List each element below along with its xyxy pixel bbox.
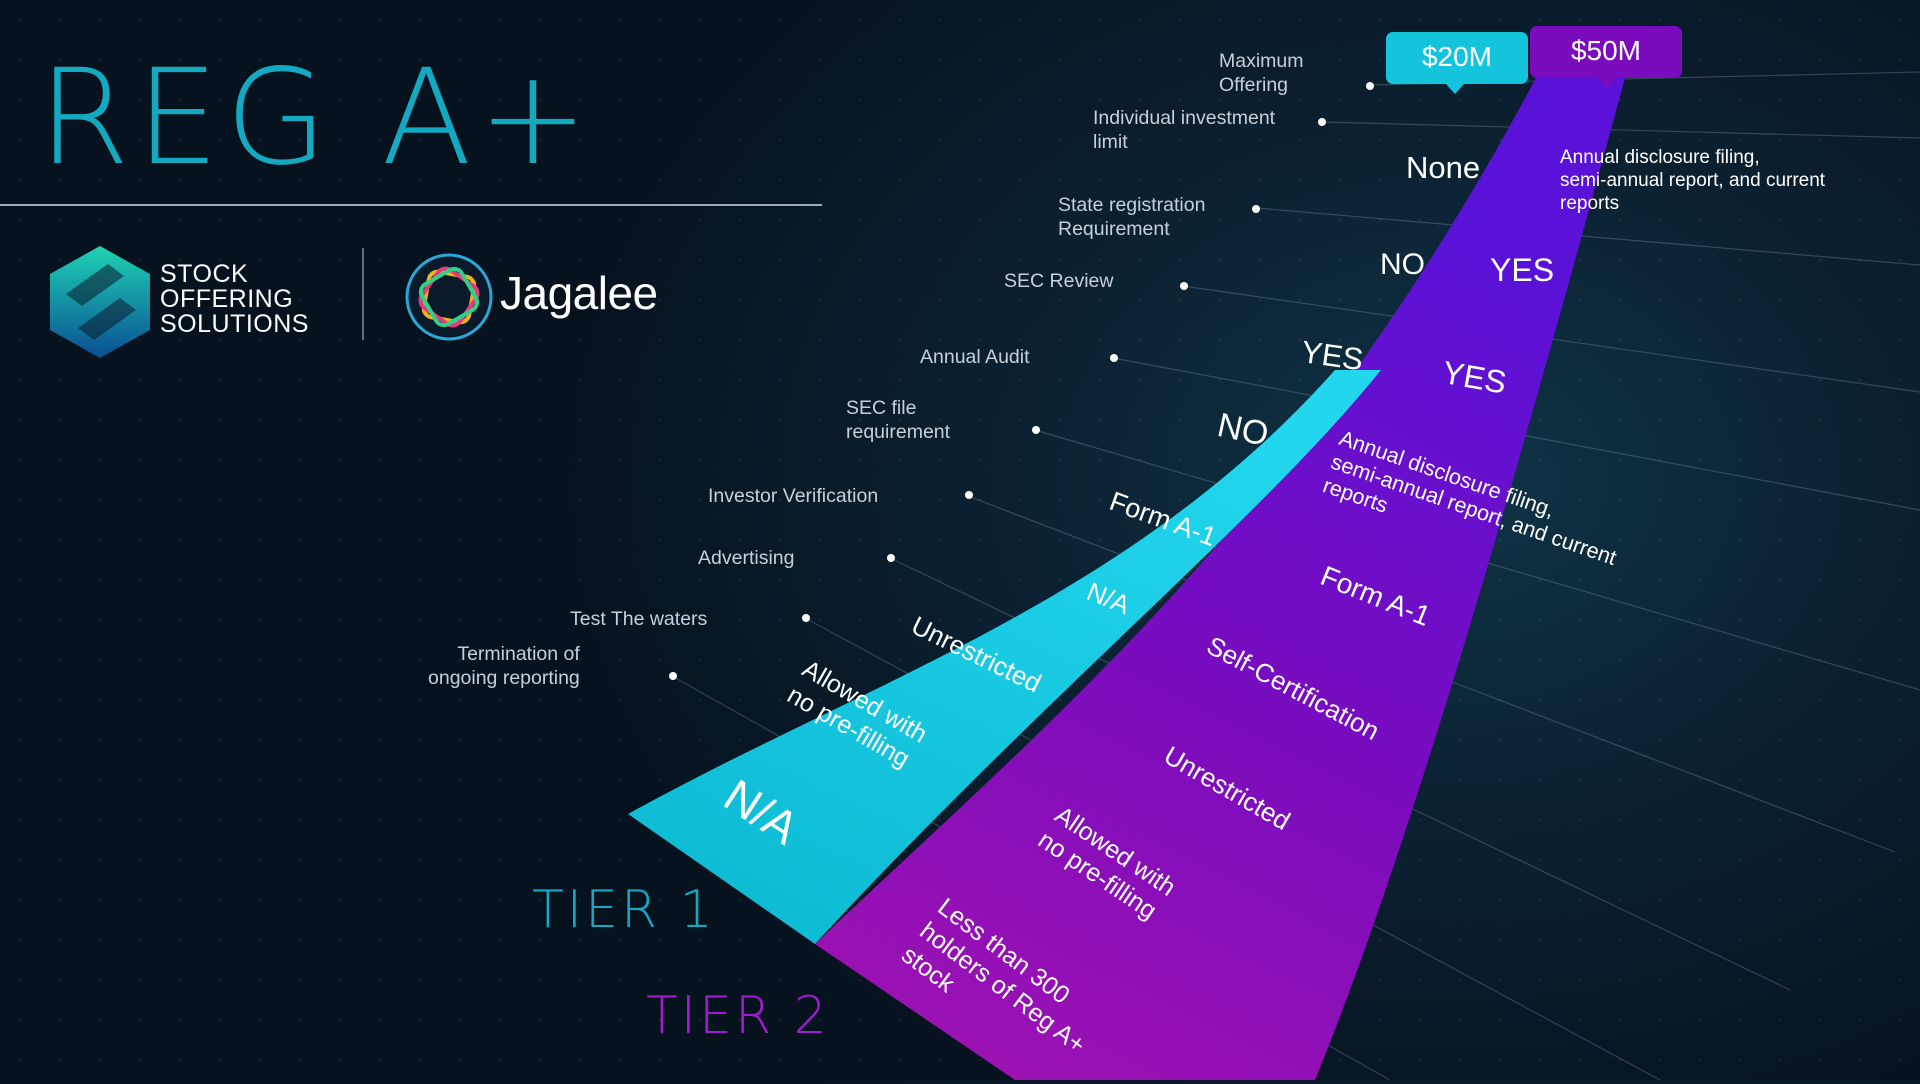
row-dot	[965, 491, 973, 499]
row-dot	[1180, 282, 1188, 290]
row-label-advertising: Advertising	[698, 547, 795, 569]
row-label-annual-audit: Annual Audit	[920, 346, 1030, 368]
row-dot	[1366, 82, 1374, 90]
row-label-test-the-waters: Test The waters	[570, 608, 708, 630]
tier2-state-reg: YES	[1490, 252, 1555, 288]
tier2-disclosure-top: Annual disclosure filing,semi-annual rep…	[1560, 147, 1826, 214]
row-dot	[802, 614, 810, 622]
logo-divider	[362, 248, 364, 340]
row-dot	[1252, 205, 1260, 213]
sos-line-2: OFFERING	[160, 285, 294, 313]
jagalee-logo-icon	[405, 253, 493, 341]
sos-line-1: STOCK	[160, 260, 249, 288]
tier1-max-badge: $20M	[1421, 41, 1493, 72]
page-title: REG A+	[38, 41, 595, 195]
row-label-sec-review: SEC Review	[1004, 270, 1114, 292]
row-dot	[1318, 118, 1326, 126]
tier2-ribbon	[815, 78, 1625, 1080]
row-label-investor-verification: Investor Verification	[708, 485, 879, 507]
tier1-label: TIER 1	[532, 880, 716, 940]
title-divider	[0, 204, 822, 206]
tier1-badge-shape	[1386, 32, 1528, 94]
tier2-max-badge: $50M	[1570, 35, 1642, 66]
row-dot	[1032, 426, 1040, 434]
row-dot	[887, 554, 895, 562]
jagalee-wordmark: Jagalee	[500, 267, 658, 319]
stock-offering-solutions-wordmark: STOCK OFFERING SOLUTIONS	[160, 262, 309, 337]
tier2-invest-limit: None	[1406, 150, 1481, 185]
row-dot	[1110, 354, 1118, 362]
row-dot	[669, 672, 677, 680]
tier1-ribbon	[628, 370, 1381, 944]
tier2-label: TIER 2	[646, 986, 830, 1046]
tier2-badge-shape	[1530, 26, 1682, 88]
sos-line-3: SOLUTIONS	[160, 310, 309, 338]
stock-offering-solutions-logo-icon	[50, 246, 150, 358]
tier1-state-reg: NO	[1380, 248, 1425, 281]
